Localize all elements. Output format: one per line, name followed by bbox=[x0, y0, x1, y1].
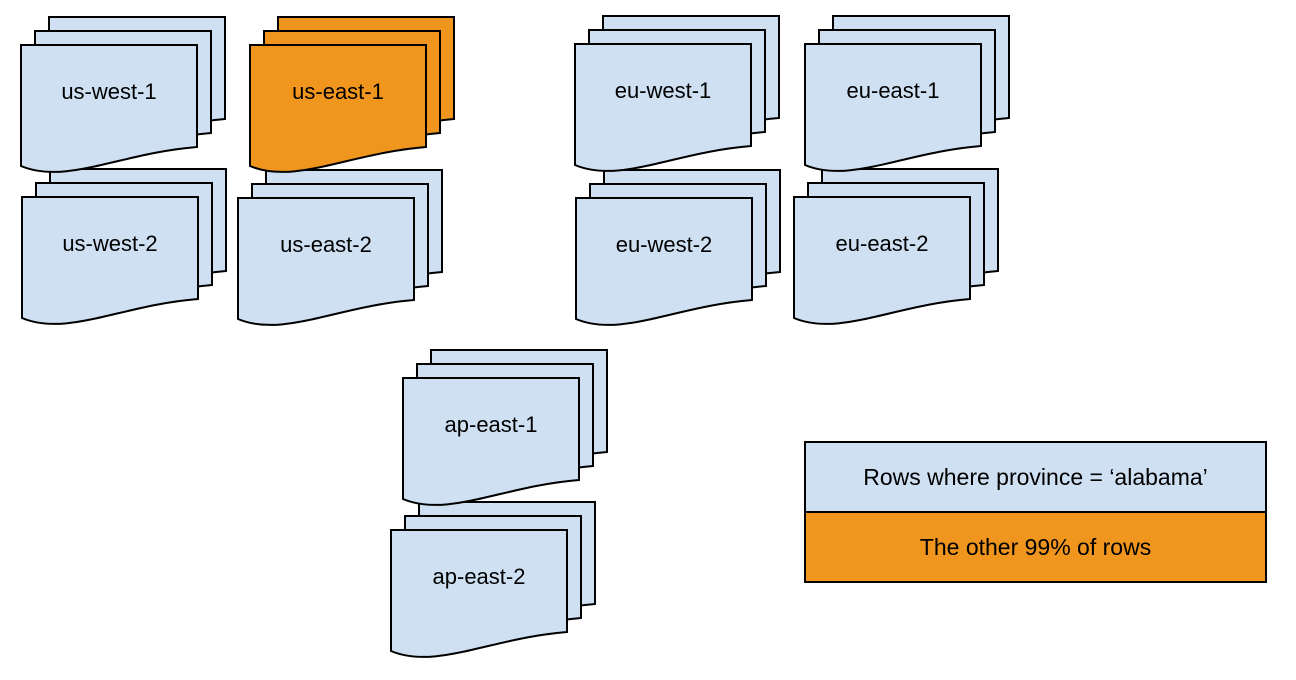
document-stack-icon bbox=[402, 349, 608, 506]
legend-item-other-rows: The other 99% of rows bbox=[806, 513, 1265, 581]
document-stack-icon bbox=[21, 168, 227, 325]
region-stack-ap-east-1: ap-east-1 bbox=[402, 349, 610, 509]
document-stack-icon bbox=[793, 168, 999, 325]
region-stack-us-east-1: us-east-1 bbox=[249, 16, 457, 176]
region-stack-us-west-1: us-west-1 bbox=[20, 16, 228, 176]
region-stack-us-east-2: us-east-2 bbox=[237, 169, 445, 329]
region-stack-eu-west-1: eu-west-1 bbox=[574, 15, 782, 175]
document-stack-icon bbox=[237, 169, 443, 326]
region-stack-eu-east-2: eu-east-2 bbox=[793, 168, 1001, 328]
region-stack-eu-west-2: eu-west-2 bbox=[575, 169, 783, 329]
legend-item-label: The other 99% of rows bbox=[919, 533, 1152, 560]
legend-item-label: Rows where province = ‘alabama’ bbox=[863, 463, 1208, 490]
legend: Rows where province = ‘alabama’ The othe… bbox=[804, 441, 1267, 583]
document-stack-icon bbox=[575, 169, 781, 326]
document-stack-icon bbox=[249, 16, 455, 173]
region-stack-ap-east-2: ap-east-2 bbox=[390, 501, 598, 661]
legend-item-alabama-rows: Rows where province = ‘alabama’ bbox=[806, 443, 1265, 513]
document-stack-icon bbox=[390, 501, 596, 658]
document-stack-icon bbox=[20, 16, 226, 173]
region-stack-us-west-2: us-west-2 bbox=[21, 168, 229, 328]
document-stack-icon bbox=[804, 15, 1010, 172]
region-stack-eu-east-1: eu-east-1 bbox=[804, 15, 1012, 175]
document-stack-icon bbox=[574, 15, 780, 172]
